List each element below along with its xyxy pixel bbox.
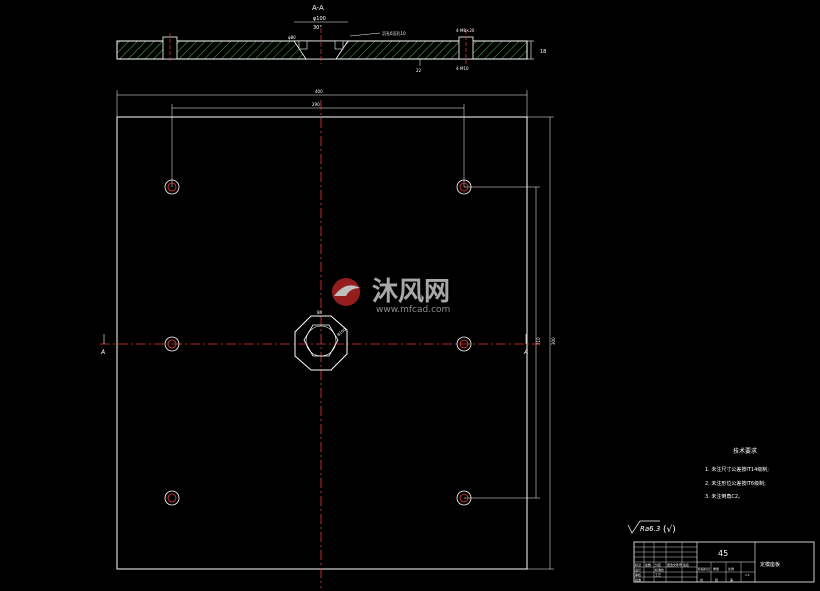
section-view: 18 A-A φ100 30° φ80 沉孔6沉孔10 4-M8×20 4-M1…: [116, 4, 546, 73]
title-block-cell: 设计: [635, 567, 641, 572]
title-block-cell: 比例: [728, 566, 734, 571]
section-dim-angle: 30°: [313, 25, 322, 31]
section-marker-left: A: [100, 349, 105, 356]
title-block-cell: 处数: [645, 562, 651, 567]
title-block-cell: 重量: [713, 566, 719, 571]
plan-plate-outline: [116, 116, 528, 570]
plan-hole-span-dim: 290: [312, 102, 320, 107]
title-block-cell: 工艺: [655, 572, 661, 577]
title-block-cell: 第: [730, 577, 733, 582]
tech-req-heading: 技术要求: [733, 447, 757, 455]
title-block-cell: 签名: [683, 562, 689, 567]
title-block-cell: 更改文件号: [667, 562, 682, 567]
title-block-cell: 批准: [635, 577, 641, 582]
plan-width-dim: 400: [315, 89, 323, 94]
title-block-cell: 分区: [655, 562, 661, 567]
plan-side-dim-large: 300: [551, 337, 556, 345]
title-block-cell: 审核: [635, 572, 641, 577]
mounting-hole: [456, 179, 472, 195]
roughness-value: Ra6.3: [640, 525, 660, 533]
title-block-cell: 张: [715, 577, 718, 582]
nut-dim: φ160: [336, 327, 348, 337]
section-marker-right: A: [523, 349, 528, 356]
title-block-cell: 标记: [635, 562, 641, 567]
mounting-hole: [164, 179, 180, 195]
section-title: A-A: [312, 4, 324, 12]
center-marker: 80: [317, 310, 323, 315]
roughness-paren: (√): [663, 524, 676, 535]
title-block-part-name: 定模座板: [760, 561, 780, 568]
title-block-material: 45: [718, 549, 728, 558]
watermark-url: www.mfcad.com: [376, 305, 450, 315]
watermark: 沐风网 www.mfcad.com: [332, 277, 450, 315]
section-hole-callout-top: 4-M8×20: [456, 28, 475, 33]
watermark-brand: 沐风网: [372, 277, 450, 307]
tech-requirements: 技术要求 1. 未注尺寸公差按IT14级制; 2. 未注形位公差按IT6级制; …: [705, 447, 769, 500]
title-block-cell: 阶段标记: [698, 566, 710, 571]
center-octagon-bore: [294, 315, 348, 371]
title-block-scale: 1:1: [745, 573, 750, 577]
plan-side-dim-small: 210: [536, 337, 541, 345]
tech-req-item: 3. 未注倒角C2。: [705, 493, 743, 500]
roughness-symbol: Ra6.3 (√): [627, 520, 676, 535]
mounting-hole: [456, 336, 472, 352]
mounting-hole: [456, 490, 472, 506]
section-thickness-label: 18: [540, 49, 546, 55]
mounting-hole: [164, 490, 180, 506]
plan-view: 400 290 210 300 A A: [100, 89, 556, 588]
tech-req-item: 2. 未注形位公差按IT6级制;: [705, 480, 766, 487]
section-small-label: 22: [416, 68, 422, 73]
title-block-cell: 标准化: [655, 567, 664, 572]
title-block: 45 定模座板 1:1 标记 处数 分区 更改文件号 签名 设计 标准化 阶段标…: [633, 541, 815, 583]
section-hole-callout-bottom: 4-M10: [456, 66, 469, 71]
tech-req-item: 1. 未注尺寸公差按IT14级制;: [705, 466, 769, 473]
section-dim-small: φ80: [288, 35, 296, 40]
section-dim-top: φ100: [313, 16, 326, 22]
mounting-hole: [164, 336, 180, 352]
section-note-right: 沉孔6沉孔10: [382, 30, 406, 36]
title-block-cell: 共: [700, 577, 703, 582]
